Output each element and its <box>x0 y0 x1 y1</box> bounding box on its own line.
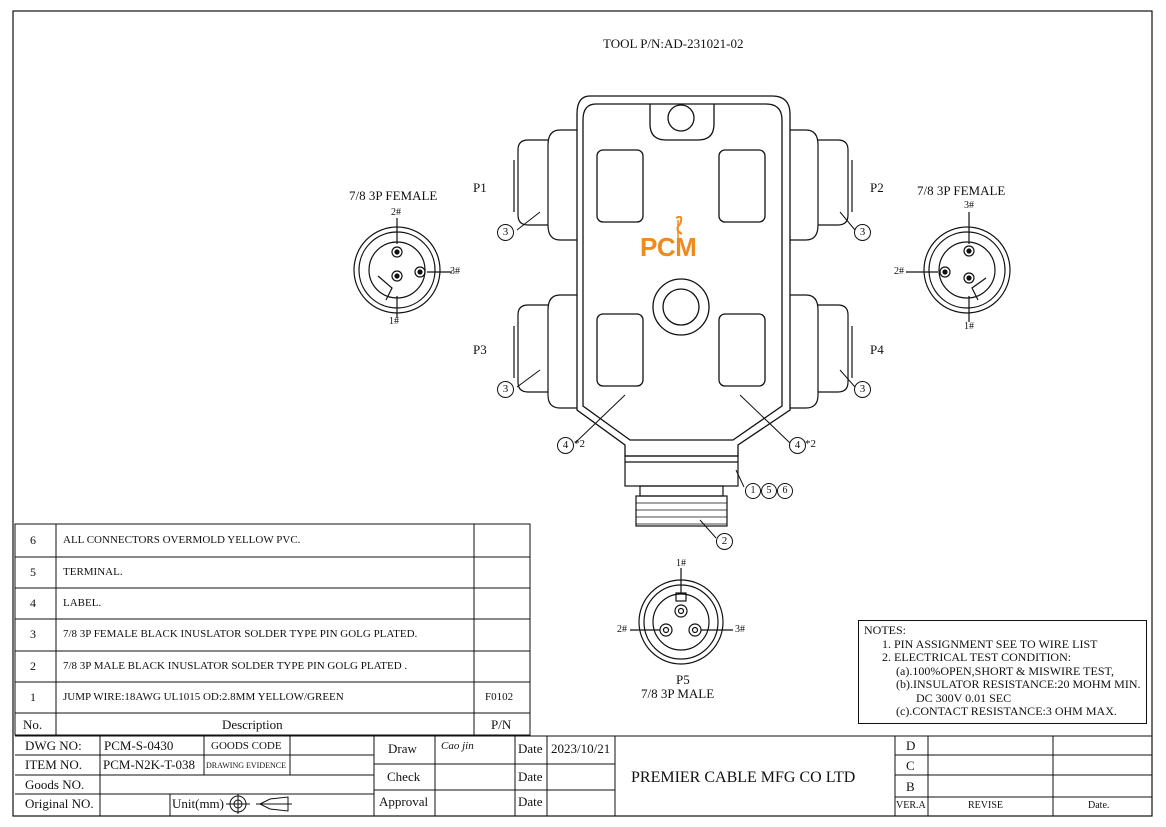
right-pin-1: 1# <box>964 321 974 332</box>
port-p2-body <box>790 129 853 241</box>
bom-desc: 7/8 3P MALE BLACK INUSLATOR SOLDER TYPE … <box>63 660 408 672</box>
port-label-p5: P5 <box>676 672 690 687</box>
callout-3-p4: 3 <box>854 381 871 398</box>
callout-4-right: 4 <box>789 437 806 454</box>
bottom-pin-1: 1# <box>676 558 686 569</box>
port-label-p2: P2 <box>870 180 884 195</box>
ver-label: VER.A <box>896 800 926 811</box>
bom-no: 5 <box>30 565 36 579</box>
right-female-face <box>906 212 1011 322</box>
draw-date: 2023/10/21 <box>551 741 611 756</box>
bom-no: 4 <box>30 596 36 610</box>
port-label-p3: P3 <box>473 342 487 357</box>
draw-label: Draw <box>388 741 417 756</box>
callout-star2-right: *2 <box>805 438 816 450</box>
bom-no: 2 <box>30 659 36 673</box>
note-line: 2. ELECTRICAL TEST CONDITION: <box>882 650 1072 664</box>
bottom-male-face <box>630 568 733 665</box>
date-label-check: Date <box>518 769 543 784</box>
notes-title: NOTES: <box>864 623 906 637</box>
left-pin-1: 1# <box>389 316 399 327</box>
bom-header-no: No. <box>23 717 43 732</box>
dwg-no-value: PCM-S-0430 <box>104 738 174 753</box>
rev-d: D <box>906 738 916 753</box>
note-line: (a).100%OPEN,SHORT & MISWIRE TEST, <box>896 663 1114 678</box>
approval-label: Approval <box>379 794 429 809</box>
bom-no: 6 <box>30 533 36 547</box>
check-label: Check <box>387 769 421 784</box>
bom-pn: F0102 <box>485 691 514 703</box>
rev-b: B <box>906 779 915 794</box>
port-label-p4: P4 <box>870 342 884 357</box>
note-line: 1. PIN ASSIGNMENT SEE TO WIRE LIST <box>882 636 1098 651</box>
bom-no: 1 <box>30 690 36 704</box>
note-line: (c).CONTACT RESISTANCE:3 OHM MAX. <box>896 704 1117 718</box>
left-pin-2: 2# <box>391 207 401 218</box>
revise-label: REVISE <box>968 800 1003 811</box>
goods-code-label: GOODS CODE <box>211 740 282 752</box>
bottom-pin-2: 2# <box>617 624 627 635</box>
bom-desc: LABEL. <box>63 597 102 609</box>
callout-4-left: 4 <box>557 437 574 454</box>
callout-1: 1 <box>745 483 761 499</box>
drawing-evidence-label: DRAWING EVIDENCE <box>206 761 287 770</box>
bom-desc: TERMINAL. <box>63 566 123 578</box>
port-p4-body <box>790 294 853 409</box>
right-pin-3: 3# <box>964 200 974 211</box>
unit-label: Unit(mm) <box>172 796 224 811</box>
callout-6: 6 <box>777 483 793 499</box>
item-no-value: PCM-N2K-T-038 <box>103 757 195 772</box>
port-p3-body <box>513 294 577 409</box>
rev-date-label: Date. <box>1088 800 1110 811</box>
left-pin-3: 3# <box>450 266 460 277</box>
port-p5-body <box>624 455 739 527</box>
tool-part-number: TOOL P/N:AD-231021-02 <box>603 36 744 51</box>
bom-no: 3 <box>30 627 36 641</box>
date-label-draw: Date <box>518 741 543 756</box>
item-no-label: ITEM NO. <box>25 757 83 772</box>
bom-desc: JUMP WIRE:18AWG UL1015 OD:2.8MM YELLOW/G… <box>63 691 344 703</box>
bom-header-desc: Description <box>222 717 283 732</box>
company-name: PREMIER CABLE MFG CO LTD <box>631 769 856 786</box>
port-p1-body <box>513 129 577 241</box>
right-connector-title: 7/8 3P FEMALE <box>917 183 1006 198</box>
notes-box: NOTES: 1. PIN ASSIGNMENT SEE TO WIRE LIS… <box>858 620 1147 724</box>
bottom-connector-title: 7/8 3P MALE <box>641 686 715 701</box>
title-block-lines <box>15 735 1152 816</box>
original-no-label: Original NO. <box>25 796 94 811</box>
callout-2: 2 <box>716 533 733 550</box>
dwg-no-label: DWG NO: <box>25 738 82 753</box>
right-pin-2: 2# <box>894 266 904 277</box>
callout-3-p1: 3 <box>497 224 514 241</box>
bom-header-pn: P/N <box>491 717 512 732</box>
bom-desc: ALL CONNECTORS OVERMOLD YELLOW PVC. <box>63 534 301 546</box>
hub-body <box>576 95 791 457</box>
port-label-p1: P1 <box>473 180 487 195</box>
bom-table-lines <box>14 523 531 736</box>
goods-no-label: Goods NO. <box>25 777 85 792</box>
callout-3-p3: 3 <box>497 381 514 398</box>
bom-desc: 7/8 3P FEMALE BLACK INUSLATOR SOLDER TYP… <box>63 628 418 640</box>
bottom-pin-3: 3# <box>735 624 745 635</box>
pcm-logo-text: PCM <box>640 232 697 262</box>
left-connector-title: 7/8 3P FEMALE <box>349 188 438 203</box>
note-line: (b).INSULATOR RESISTANCE:20 MOHM MIN. <box>896 677 1141 691</box>
callout-star2-left: *2 <box>574 438 585 450</box>
leader-lines <box>516 211 856 539</box>
pcm-logo <box>675 215 683 240</box>
rev-c: C <box>906 758 915 773</box>
callout-3-p2: 3 <box>854 224 871 241</box>
drawing-frame <box>12 10 1153 817</box>
projection-symbol <box>226 794 292 814</box>
callout-5: 5 <box>761 483 777 499</box>
date-label-approval: Date <box>518 794 543 809</box>
draw-signature: Cao jin <box>441 740 474 752</box>
left-female-face <box>353 218 452 318</box>
note-line: DC 300V 0.01 SEC <box>916 690 1012 705</box>
